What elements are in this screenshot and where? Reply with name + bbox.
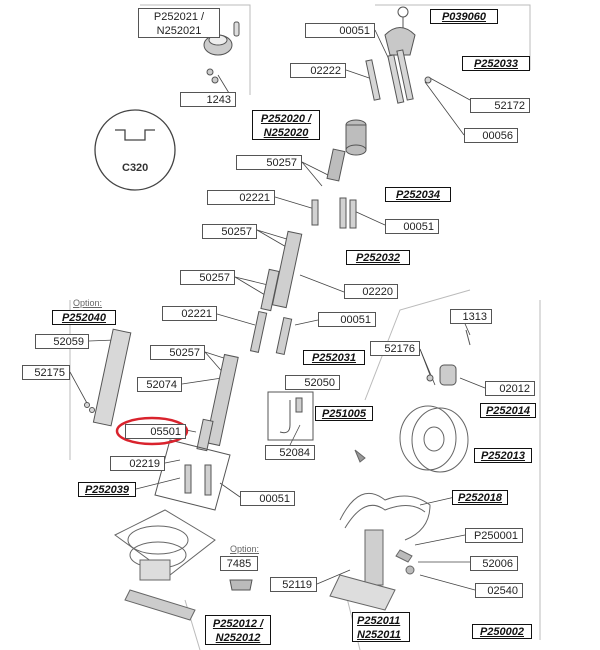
label-p252032: P252032 [346, 250, 410, 265]
label-00051-b: 00051 [385, 219, 439, 234]
option-text-bottom: Option: [230, 544, 260, 554]
label-05501: 05501 [125, 424, 186, 439]
part-p251005 [267, 391, 314, 441]
c320-text: C320 [122, 162, 149, 174]
label-52059: 52059 [35, 334, 89, 349]
label-50257-a: 50257 [236, 155, 302, 170]
label-00051-d: 00051 [240, 491, 295, 506]
label-50257-d: 50257 [150, 345, 205, 360]
label-p252018: P252018 [452, 490, 508, 505]
part-p252020 [326, 119, 367, 182]
label-02222: 02222 [290, 63, 346, 78]
label-52006: 52006 [470, 556, 518, 571]
part-p252021 [203, 21, 240, 84]
label-52050: 52050 [285, 375, 340, 390]
label-p252040: P252040 [52, 310, 116, 325]
label-50257-c: 50257 [180, 270, 235, 285]
part-p252040 [84, 328, 132, 427]
label-52176: 52176 [370, 341, 420, 356]
label-02221-b: 02221 [162, 306, 217, 321]
label-02219: 02219 [110, 456, 165, 471]
label-p252013: P252013 [474, 448, 532, 463]
part-p039060 [384, 6, 416, 56]
label-p252014: P252014 [480, 403, 536, 418]
part-p252012 [114, 509, 216, 621]
option-text-left: Option: [73, 298, 103, 308]
label-p252012: P252012 / N252012 [205, 615, 271, 645]
label-02540: 02540 [475, 583, 523, 598]
part-p252034 [311, 197, 357, 229]
label-52084: 52084 [265, 445, 315, 460]
label-50257-b: 50257 [202, 224, 257, 239]
part-p252031-tube [196, 310, 293, 452]
label-p250002: P250002 [472, 624, 532, 639]
part-p252033-rods [365, 49, 432, 104]
label-00056: 00056 [464, 128, 518, 143]
label-00051-c: 00051 [318, 312, 376, 327]
leader-lines [69, 29, 486, 606]
label-p252021: P252021 / N252021 [138, 8, 220, 38]
label-p251005: P251005 [315, 406, 373, 421]
label-52074: 52074 [137, 377, 182, 392]
label-02012: 02012 [485, 381, 535, 396]
label-1243: 1243 [180, 92, 236, 107]
label-p252031: P252031 [303, 350, 365, 365]
part-p252013 [354, 405, 469, 473]
part-p252039 [154, 439, 231, 511]
label-p252034: P252034 [385, 187, 451, 202]
part-p252032-tubes [260, 230, 303, 312]
part-c320-ring [94, 109, 176, 191]
label-p252011: P252011 N252011 [352, 612, 410, 642]
part-7485 [229, 579, 253, 591]
label-02221-a: 02221 [207, 190, 275, 205]
label-52172: 52172 [470, 98, 530, 113]
label-p039060: P039060 [430, 9, 498, 24]
label-00051-a: 00051 [305, 23, 375, 38]
label-52175: 52175 [22, 365, 70, 380]
label-p250001: P250001 [465, 528, 523, 543]
label-1313: 1313 [450, 309, 492, 324]
label-02220: 02220 [344, 284, 398, 299]
label-p252020: P252020 / N252020 [252, 110, 320, 140]
label-p252039: P252039 [78, 482, 136, 497]
label-52119: 52119 [270, 577, 317, 592]
part-p252018 [329, 492, 431, 611]
label-p252033: P252033 [462, 56, 530, 71]
label-7485: 7485 [220, 556, 258, 571]
highlight-ellipse [115, 416, 189, 446]
part-p252014 [426, 329, 471, 386]
